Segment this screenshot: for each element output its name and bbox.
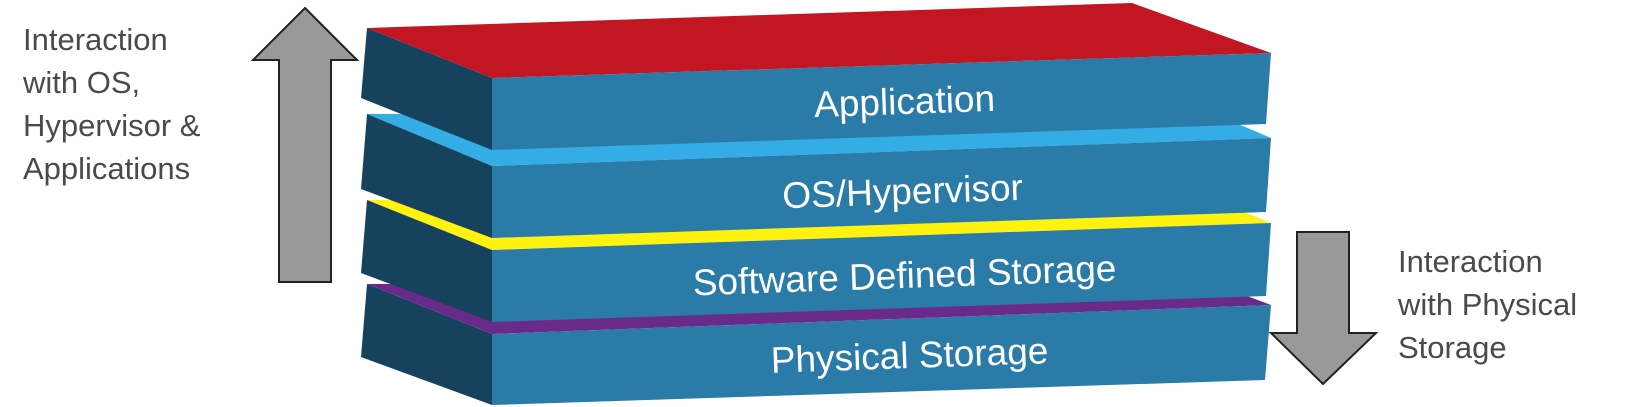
up-arrow-icon	[250, 6, 360, 283]
note-line: with Physical	[1398, 287, 1578, 322]
note-line: Hypervisor &	[23, 108, 201, 143]
note-line: Interaction	[1398, 244, 1543, 279]
layer-label: Application	[813, 78, 995, 125]
layer-front-face	[492, 223, 1271, 322]
layer-side-face	[361, 200, 492, 322]
layer-top-face	[367, 3, 1271, 78]
layer-front-face	[492, 138, 1271, 238]
layer-side-face	[361, 114, 492, 238]
layer-label: Physical Storage	[770, 330, 1049, 381]
note-line: Interaction	[23, 22, 168, 57]
layer-label: OS/Hypervisor	[782, 167, 1024, 216]
layer-software-defined-storage: Software Defined Storage	[361, 200, 1271, 322]
note-line: Storage	[1398, 330, 1507, 365]
layer-side-face	[361, 28, 492, 150]
layer-application: Application	[361, 3, 1271, 150]
layer-front-face	[492, 53, 1271, 150]
note-interaction-down: Interaction with Physical Storage	[1398, 240, 1577, 369]
down-arrow-icon	[1268, 231, 1379, 386]
note-line: Applications	[23, 151, 191, 186]
note-interaction-up: Interaction with OS, Hypervisor & Applic…	[23, 18, 200, 190]
layer-front-face	[492, 305, 1271, 405]
layer-side-face	[361, 284, 492, 405]
note-line: with OS,	[23, 65, 141, 100]
